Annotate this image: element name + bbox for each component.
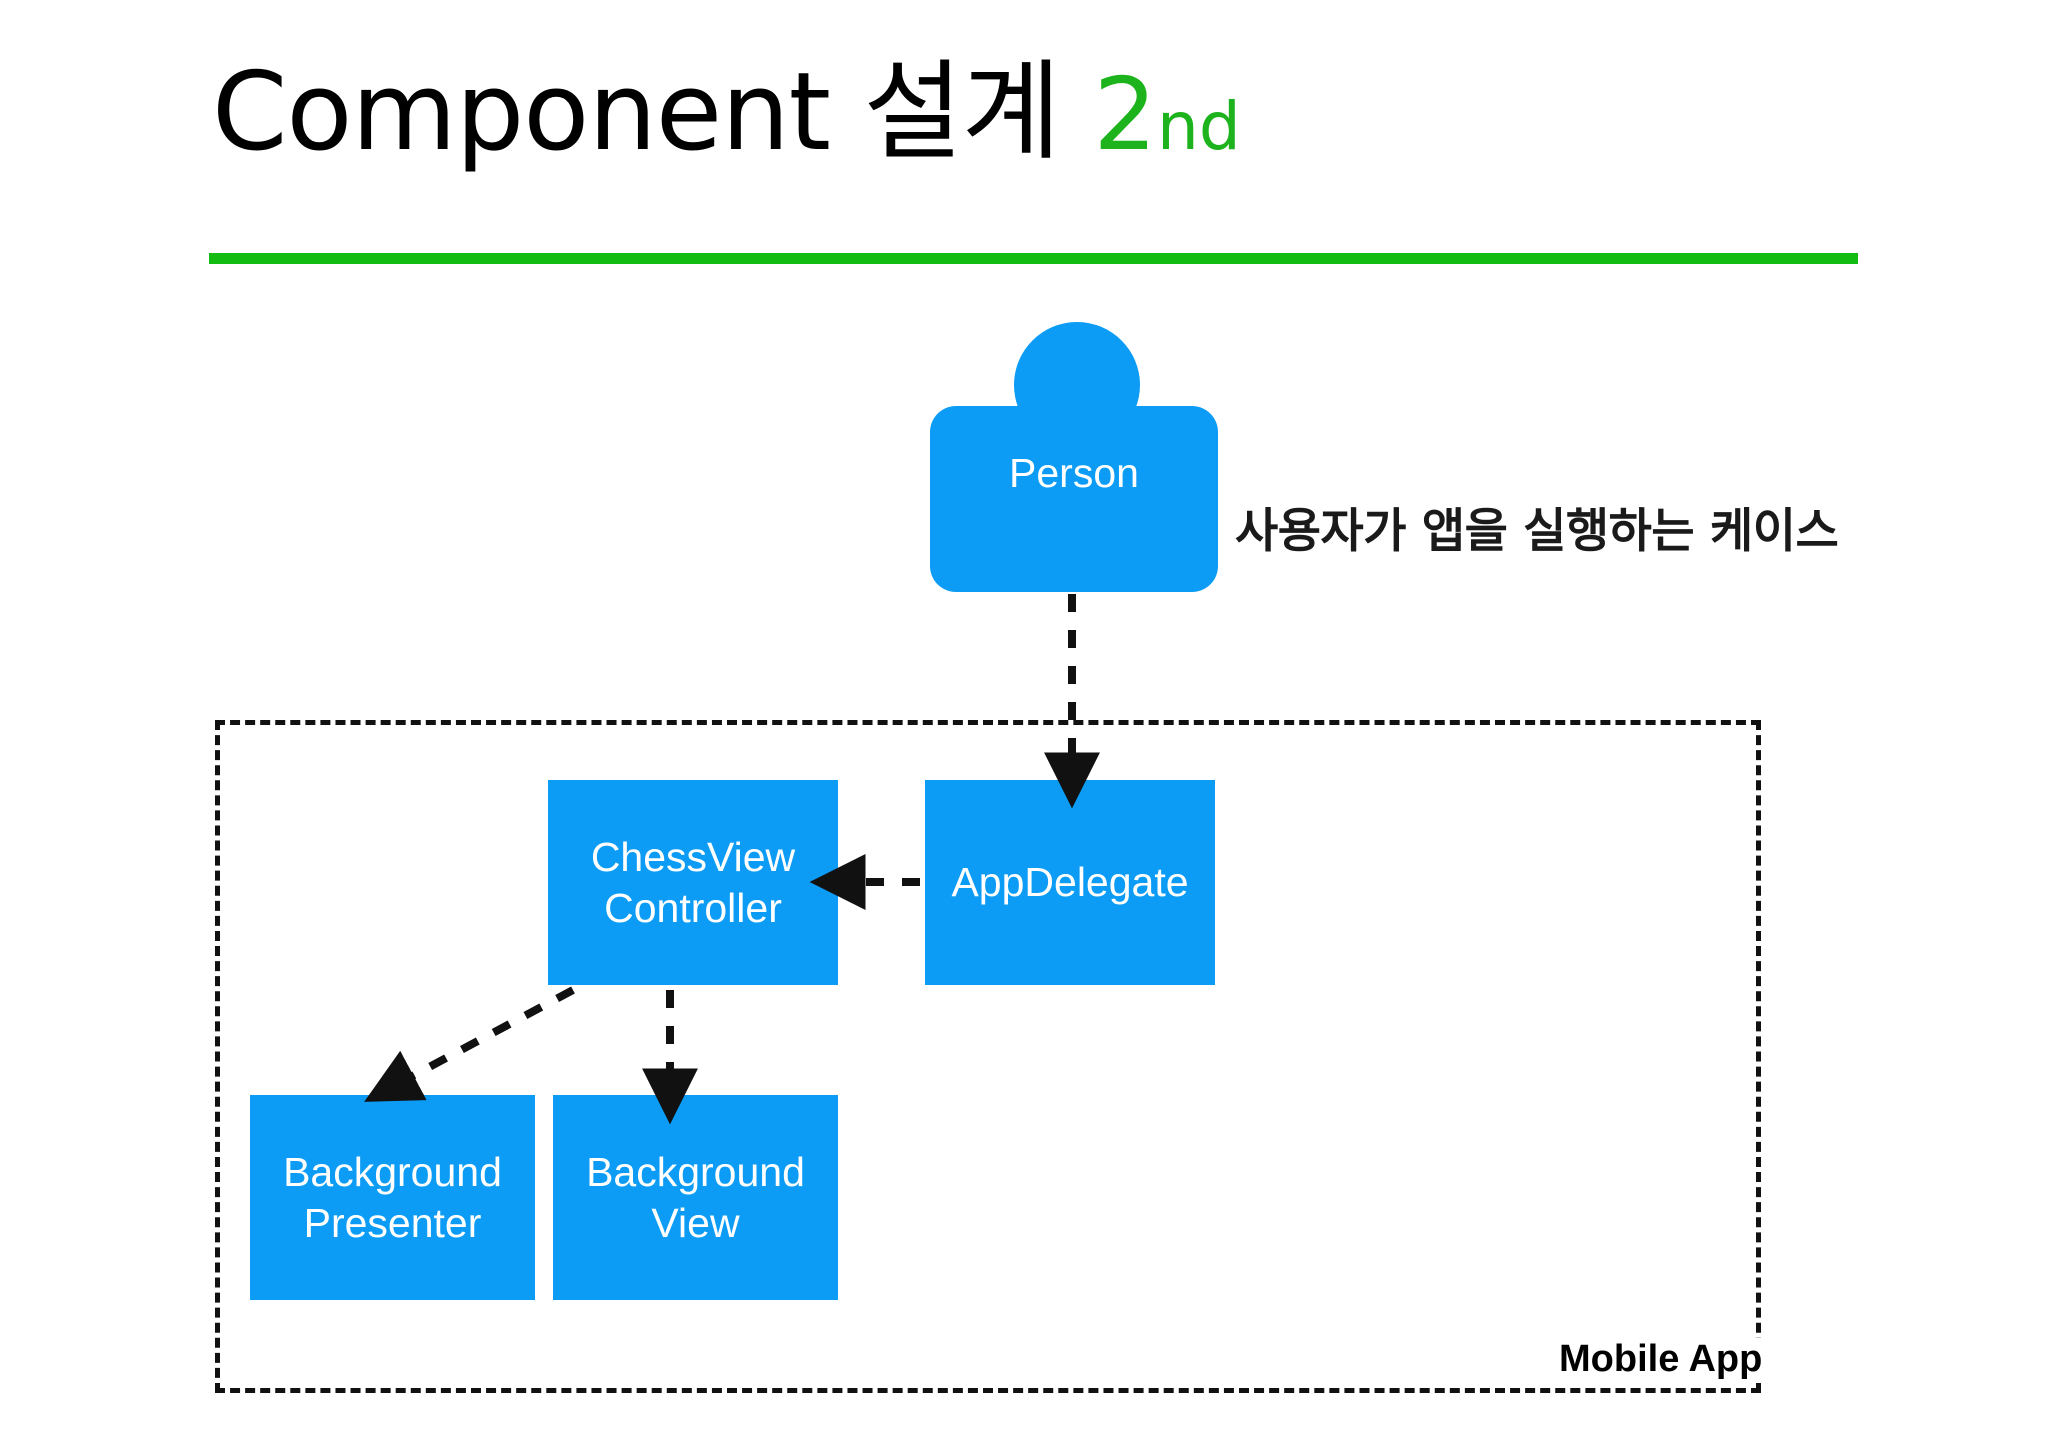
- component-label-line2: View: [651, 1199, 740, 1246]
- actor-person-label: Person: [1009, 450, 1139, 496]
- component-box-chessviewcontroller[interactable]: ChessView Controller: [548, 780, 838, 985]
- title-divider-rule: [209, 253, 1858, 264]
- component-label: Background Presenter: [283, 1147, 502, 1247]
- component-label-line1: ChessView: [590, 834, 796, 881]
- component-box-backgroundpresenter[interactable]: Background Presenter: [250, 1095, 535, 1300]
- component-label-line2: Controller: [604, 884, 782, 931]
- component-label-line2: Presenter: [303, 1199, 482, 1246]
- component-box-backgroundview[interactable]: Background View: [553, 1095, 838, 1300]
- component-label: ChessView Controller: [591, 832, 795, 932]
- actor-person: Person: [930, 322, 1218, 592]
- actor-body-shape: [930, 406, 1218, 592]
- component-label-line1: Background: [283, 1149, 502, 1196]
- component-label-line1: AppDelegate: [951, 859, 1189, 906]
- component-label: AppDelegate: [951, 857, 1188, 907]
- component-box-appdelegate[interactable]: AppDelegate: [925, 780, 1215, 985]
- mobile-app-label: Mobile App: [1553, 1338, 1769, 1381]
- title-ordinal-suffix: nd: [1157, 88, 1241, 165]
- mobile-app-boundary: [215, 720, 1761, 1393]
- component-label: Background View: [586, 1147, 805, 1247]
- title-ordinal-number: 2: [1093, 56, 1158, 173]
- component-label-line1: Background: [586, 1149, 805, 1196]
- title-main-text: Component 설계: [212, 50, 1094, 175]
- page-title: Component 설계 2nd: [212, 28, 1872, 208]
- actor-caption-text: 사용자가 앱을 실행하는 케이스: [1235, 504, 1839, 559]
